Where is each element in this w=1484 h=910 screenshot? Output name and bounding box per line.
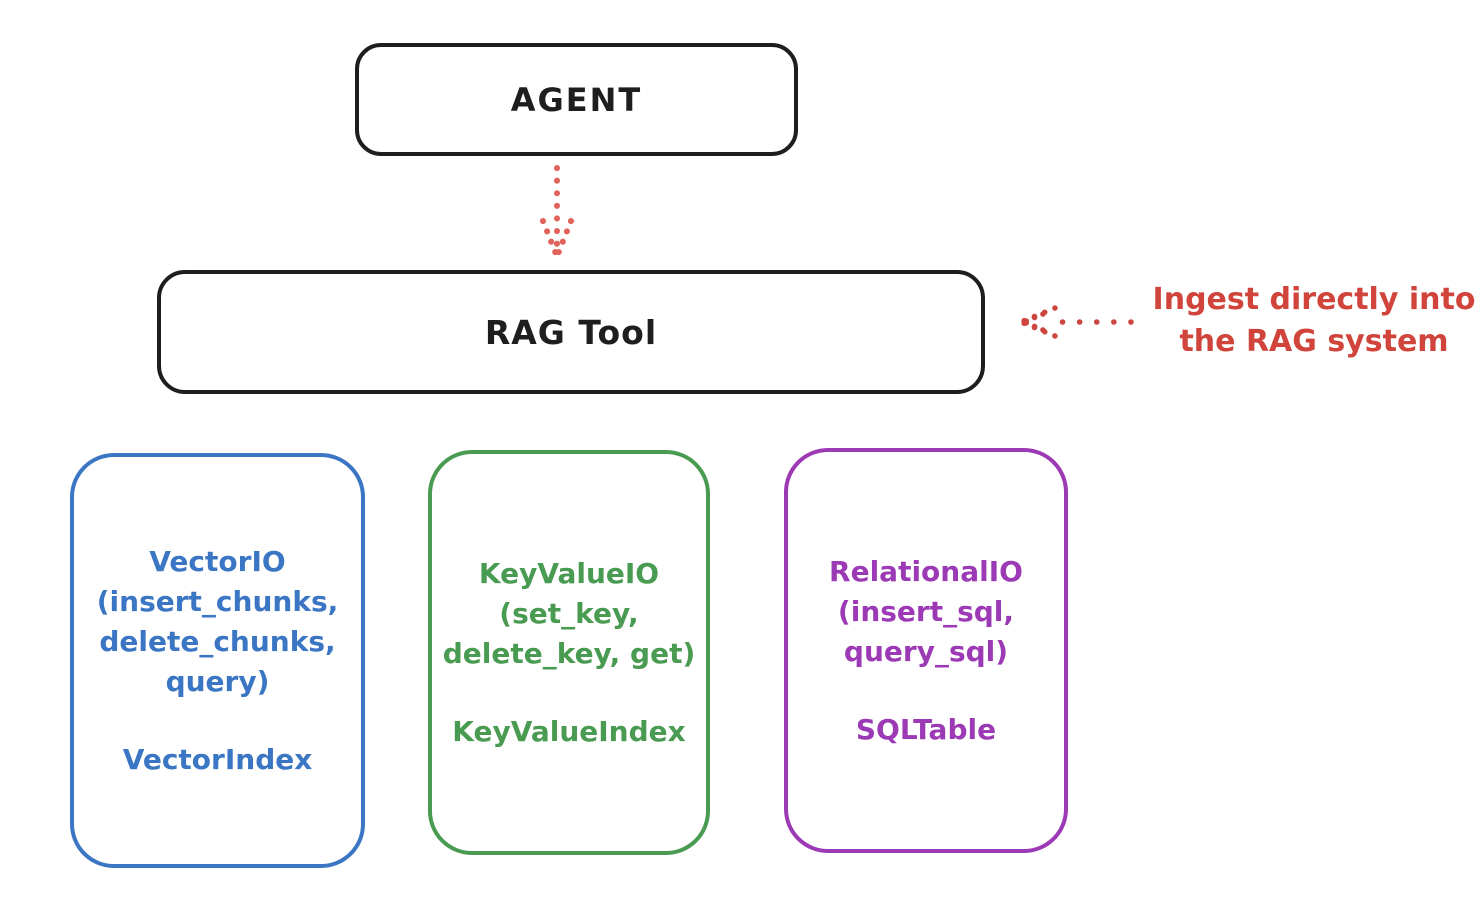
relational-io-node: RelationalIO (insert_sql, query_sql) SQL… [784,448,1068,853]
rag-tool-node: RAG Tool [157,270,985,394]
relational-io-signature: RelationalIO (insert_sql, query_sql) [829,552,1023,672]
vector-index-label: VectorIndex [122,742,313,776]
store-line: VectorIO [149,544,286,578]
store-line: RelationalIO [829,554,1023,588]
store-line: delete_key, get) [442,636,696,670]
store-line: delete_chunks, [99,624,336,658]
store-line: query) [165,664,270,698]
keyvalue-io-node: KeyValueIO (set_key, delete_key, get) Ke… [428,450,710,855]
agent-node: AGENT [355,43,798,156]
arrow-ingest-into-rag-tool [1018,305,1134,339]
keyvalue-index-label: KeyValueIndex [452,714,686,748]
store-line: KeyValueIO [478,556,660,590]
sql-table-label: SQLTable [855,712,997,746]
vector-io-node: VectorIO (insert_chunks, delete_chunks, … [70,453,365,868]
vector-io-signature: VectorIO (insert_chunks, delete_chunks, … [97,542,339,702]
ingest-annotation: Ingest directly into the RAG system [1140,279,1484,363]
keyvalue-io-signature: KeyValueIO (set_key, delete_key, get) [443,554,696,674]
ingest-annotation-line2: the RAG system [1179,324,1449,359]
agent-label: AGENT [510,80,643,119]
store-line: (set_key, [499,596,639,630]
store-line: (insert_sql, [837,594,1015,628]
ingest-annotation-line1: Ingest directly into [1152,282,1476,317]
arrow-agent-to-rag-tool [540,165,574,257]
store-line: query_sql) [843,634,1009,668]
rag-tool-label: RAG Tool [484,312,658,352]
store-line: (insert_chunks, [96,584,339,618]
